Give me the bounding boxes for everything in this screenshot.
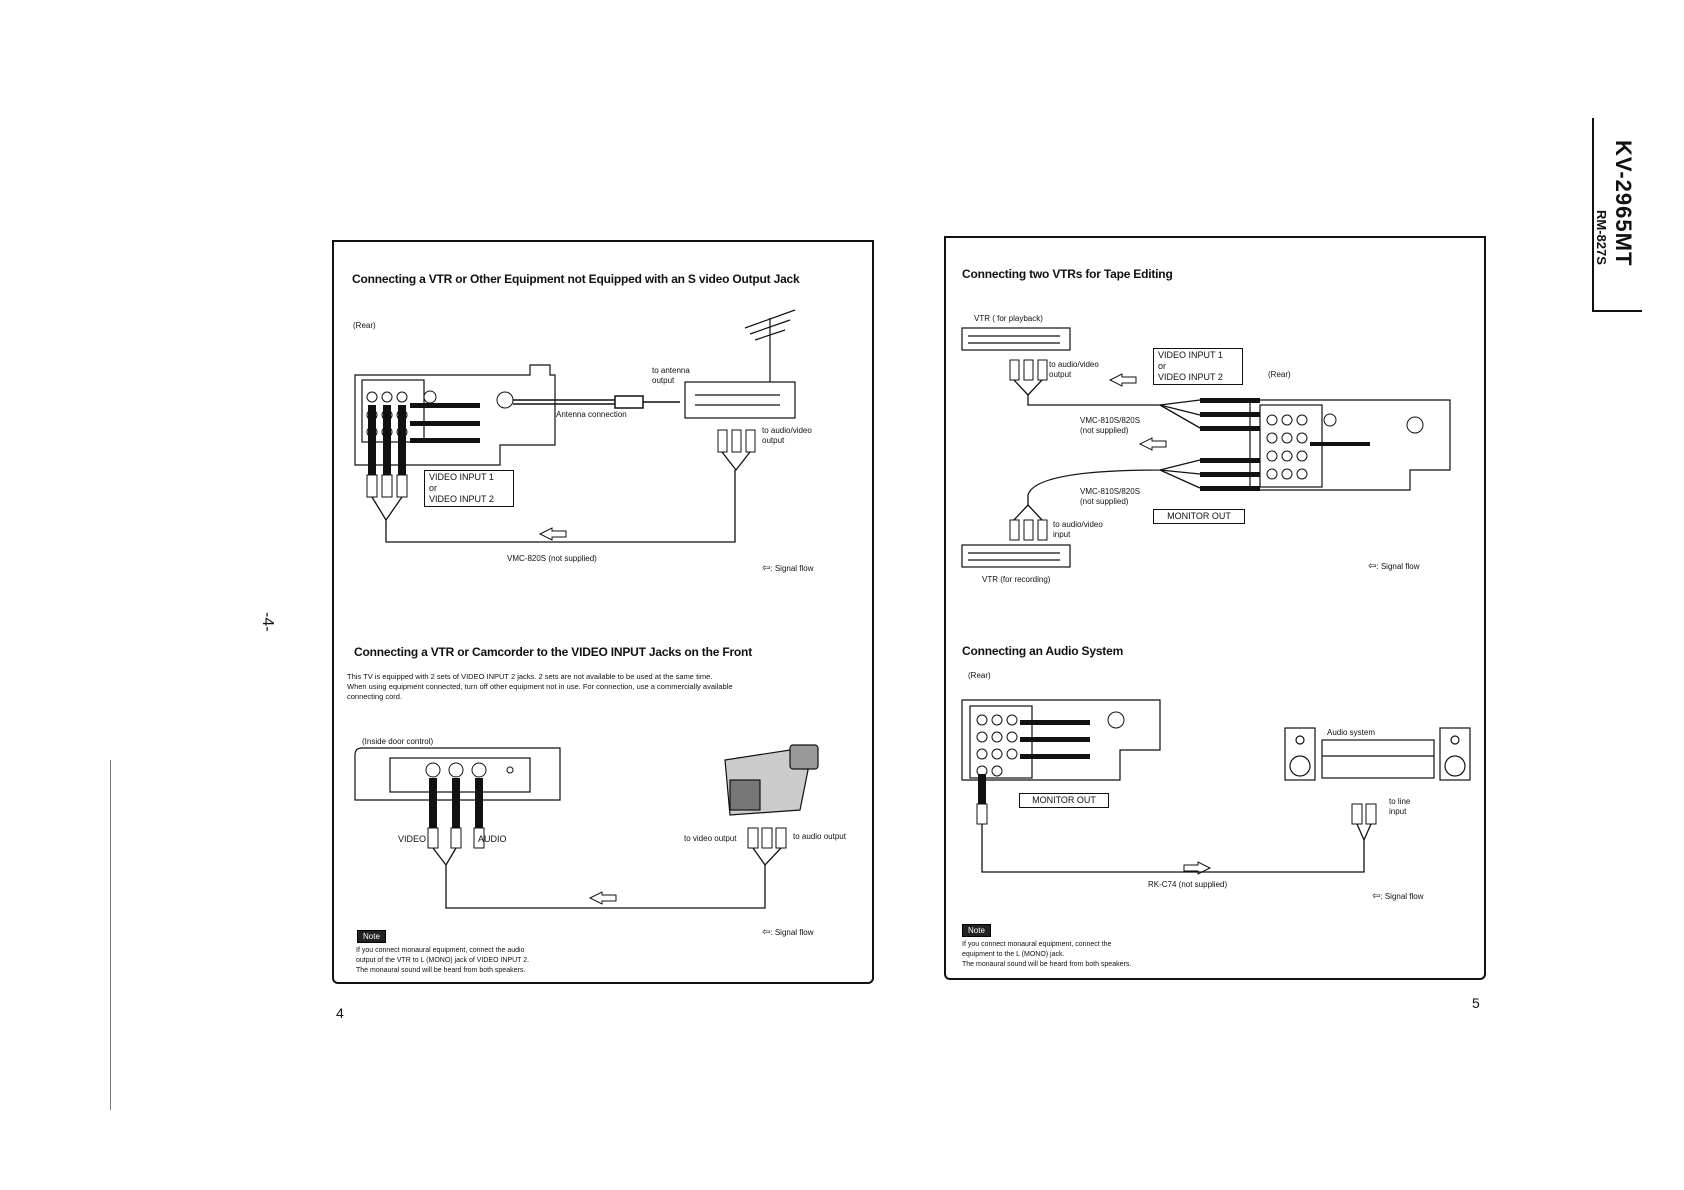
rear-label-right-2: (Rear): [968, 671, 991, 680]
video-input-box-right: VIDEO INPUT 1 or VIDEO INPUT 2: [1153, 348, 1243, 385]
monitor-out-box: MONITOR OUT: [1153, 509, 1245, 524]
rear-label: (Rear): [353, 321, 376, 330]
audio-cable: [981, 823, 1372, 873]
signal-flow-legend-1: ⇦: Signal flow: [762, 563, 814, 574]
audio-system-icon: [1284, 727, 1471, 781]
side-page-marker: -4-: [259, 612, 276, 632]
antenna-cable: [513, 395, 680, 409]
front-plug-cables: [429, 778, 483, 828]
model-title: KV-2965MT: [1611, 140, 1636, 267]
note-badge-right: Note: [962, 924, 991, 937]
rk-c74-label: RK-C74 (not supplied): [1148, 880, 1228, 889]
signal-arrow: [538, 527, 567, 541]
camcorder-icon: [724, 744, 819, 816]
header-rule: [1592, 310, 1642, 312]
front-jacks: [425, 762, 514, 778]
cable2-label: VMC-810S/820S (not supplied): [1080, 487, 1141, 506]
to-video-output-label: to video output: [684, 834, 737, 843]
to-av-input-label: to audio/video input: [1053, 520, 1103, 539]
video-label: VIDEO: [398, 834, 427, 844]
vtr-box: [684, 381, 796, 419]
vtr-cables-right: [1013, 379, 1201, 521]
to-av-output-label: to audio/video output: [762, 426, 812, 445]
tv-rear-panel: [354, 364, 556, 466]
front-signal-arrow: [588, 891, 617, 905]
page-number-left: 4: [336, 1005, 344, 1021]
right-section2-title: Connecting an Audio System: [962, 644, 1124, 658]
audio-system-label: Audio system: [1327, 728, 1376, 737]
page-number-right: 5: [1472, 995, 1480, 1011]
to-av-output-right-label: to audio/video output: [1049, 360, 1099, 379]
note-text-right: If you connect monaural equipment, conne…: [962, 941, 1132, 968]
signal-flow-legend-3: ⇦: Signal flow: [1368, 561, 1420, 572]
left-section2-title: Connecting a VTR or Camcorder to the VID…: [354, 645, 752, 659]
antenna-icon: [744, 309, 796, 382]
to-antenna-output-label: to antenna output: [652, 366, 690, 385]
input-plugs: [368, 405, 406, 475]
binding-line: [110, 760, 111, 1110]
tv-jack-bars: [410, 403, 480, 443]
left-page-panel: [332, 240, 874, 984]
antenna-connection-label: Antenna connection: [556, 410, 627, 419]
note-badge-left: Note: [357, 930, 386, 943]
front-input-diagram: [354, 744, 819, 909]
two-vtr-diagram: [961, 327, 1451, 568]
cable-label: VMC-820S (not supplied): [507, 554, 597, 563]
note-text-left: If you connect monaural equipment, conne…: [356, 947, 530, 974]
rear-label-right: (Rear): [1268, 370, 1291, 379]
recording-vtr: [961, 544, 1071, 568]
monitor-out-box-2: MONITOR OUT: [1019, 793, 1109, 808]
vtr-output-plugs: [717, 429, 756, 453]
signal-flow-legend-2: ⇦: Signal flow: [762, 927, 814, 938]
av-cable: [371, 451, 751, 543]
to-line-input-label: to line input: [1389, 797, 1411, 816]
left-section1-title: Connecting a VTR or Other Equipment not …: [352, 272, 800, 286]
audio-system-diagram: [961, 699, 1471, 875]
audio-label: AUDIO: [478, 834, 507, 844]
right-section1-title: Connecting two VTRs for Tape Editing: [962, 267, 1173, 281]
playback-vtr: [961, 327, 1071, 351]
vtr-playback-label: VTR ( for playback): [974, 314, 1043, 323]
video-input-box: VIDEO INPUT 1 or VIDEO INPUT 2: [424, 470, 514, 507]
vtr-recording-label: VTR (for recording): [982, 575, 1051, 584]
to-audio-output-label: to audio output: [793, 832, 846, 841]
vtr-connection-diagram: [354, 309, 796, 543]
inside-door-label: (Inside door control): [362, 737, 434, 746]
signal-flow-legend-4: ⇦: Signal flow: [1372, 891, 1424, 902]
remote-model: RM-827S: [1594, 210, 1609, 265]
front-av-cable: [432, 847, 782, 909]
cable1-label: VMC-810S/820S (not supplied): [1080, 416, 1141, 435]
section2-description: This TV is equipped with 2 sets of VIDEO…: [347, 672, 733, 701]
header-rule-vertical: [1592, 118, 1594, 310]
